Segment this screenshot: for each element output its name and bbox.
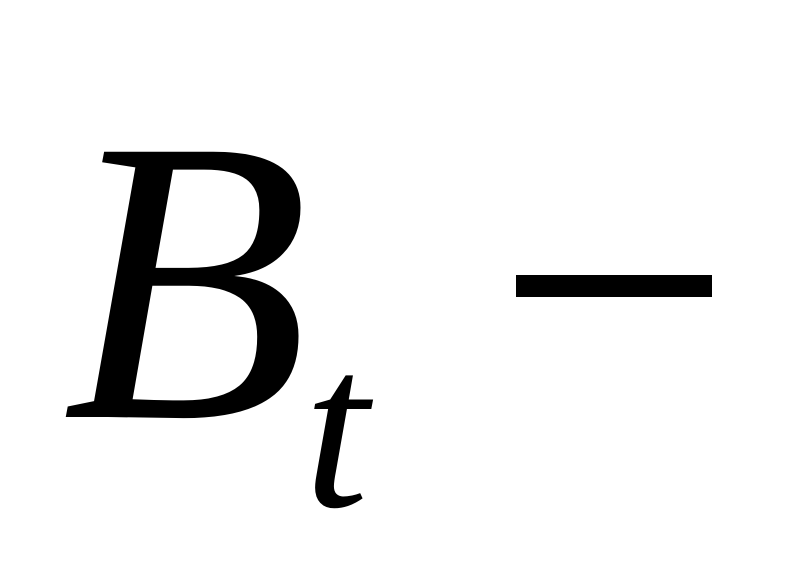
math-subscript: t [304,300,369,557]
math-base-symbol: B [62,56,310,505]
minus-operator [516,275,712,297]
